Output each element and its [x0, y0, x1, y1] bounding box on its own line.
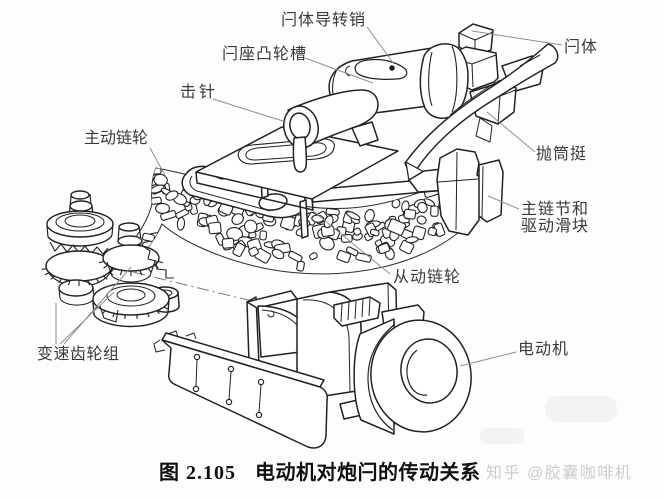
chain-link-slider-drawing [436, 148, 504, 236]
label-chain-link-line1: 主链节和 [521, 201, 590, 218]
figure-title: 电动机对炮闩的传动关系 [255, 462, 481, 484]
leader-motor [459, 351, 517, 367]
label-driven-sprocket: 从动链轮 [393, 269, 462, 286]
firing-pin-drawing [283, 89, 379, 173]
sprocket-teeth-jags [142, 245, 174, 279]
collar-ring-drawing [419, 43, 469, 120]
motor-drawing [132, 271, 472, 449]
figure-caption: 图 2.105 电动机对炮闩的传动关系 [159, 456, 481, 485]
label-bolt-body: 闩体 [564, 39, 599, 56]
guide-pin-dot [389, 65, 395, 71]
left-gear-drawing [45, 190, 114, 306]
motor-mount-plate-drawing [153, 330, 328, 449]
label-firing-pin: 击针 [180, 84, 219, 101]
label-chain-link-line2: 驱动滑块 [521, 218, 590, 235]
label-bolt-guide-pin: 闩体导转销 [281, 12, 367, 29]
watermark-text: 知乎 @胶囊咖啡机 [486, 465, 633, 482]
middle-gear-drawing [102, 222, 160, 283]
gear-teeth [41, 260, 168, 319]
figure-number: 图 2.105 [159, 462, 236, 484]
leader-ejector [486, 111, 536, 153]
breech-assembly-drawing [181, 23, 559, 239]
scan-blotch [545, 396, 617, 422]
leader-lines [55, 26, 563, 367]
drive-axis-centerline [132, 271, 253, 302]
label-chain-link-slider: 主链节和 驱动滑块 [521, 201, 589, 235]
leader-chain-link [487, 195, 520, 210]
label-drive-sprocket: 主动链轮 [84, 130, 149, 147]
label-cam-groove: 闩座凸轮槽 [222, 46, 308, 63]
leader-cam-groove [304, 57, 374, 84]
label-ejector-lever: 抛筒挺 [536, 146, 588, 163]
label-gear-set: 变速齿轮组 [37, 346, 120, 363]
leader-drive-sprocket [149, 147, 167, 178]
label-motor: 电动机 [518, 341, 570, 358]
leader-driven-sprocket [312, 210, 391, 275]
cam-groove-drawing [354, 58, 408, 80]
scan-blotch [480, 428, 524, 444]
leader-gear-set-3 [63, 266, 132, 345]
leader-bolt-guide-pin [366, 26, 395, 65]
gear-set-drawing [41, 190, 174, 328]
leader-bolt-body [471, 30, 563, 46]
leader-firing-pin [212, 98, 287, 123]
gear-base-cup-drawing [92, 282, 170, 328]
